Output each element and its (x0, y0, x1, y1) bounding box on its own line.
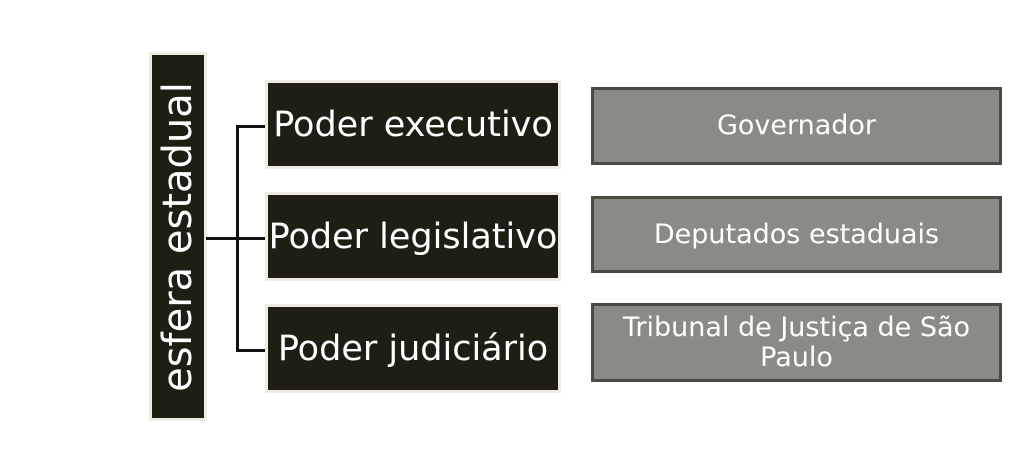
connector-executivo (236, 125, 266, 128)
connector-legislativo (236, 237, 266, 240)
node-poder-executivo: Poder executivo (265, 80, 561, 169)
detail-deputados-estaduais: Deputados estaduais (591, 196, 1002, 273)
node-poder-legislativo: Poder legislativo (265, 192, 561, 281)
connector-root (206, 237, 238, 240)
root-label: esfera estadual (155, 81, 202, 392)
node-poder-judiciario: Poder judiciário (265, 304, 561, 393)
detail-governador: Governador (591, 87, 1002, 165)
root-node-esfera-estadual: esfera estadual (149, 52, 207, 421)
connector-judiciario (236, 349, 266, 352)
detail-tribunal-de-justica: Tribunal de Justiça de São Paulo (591, 303, 1002, 382)
